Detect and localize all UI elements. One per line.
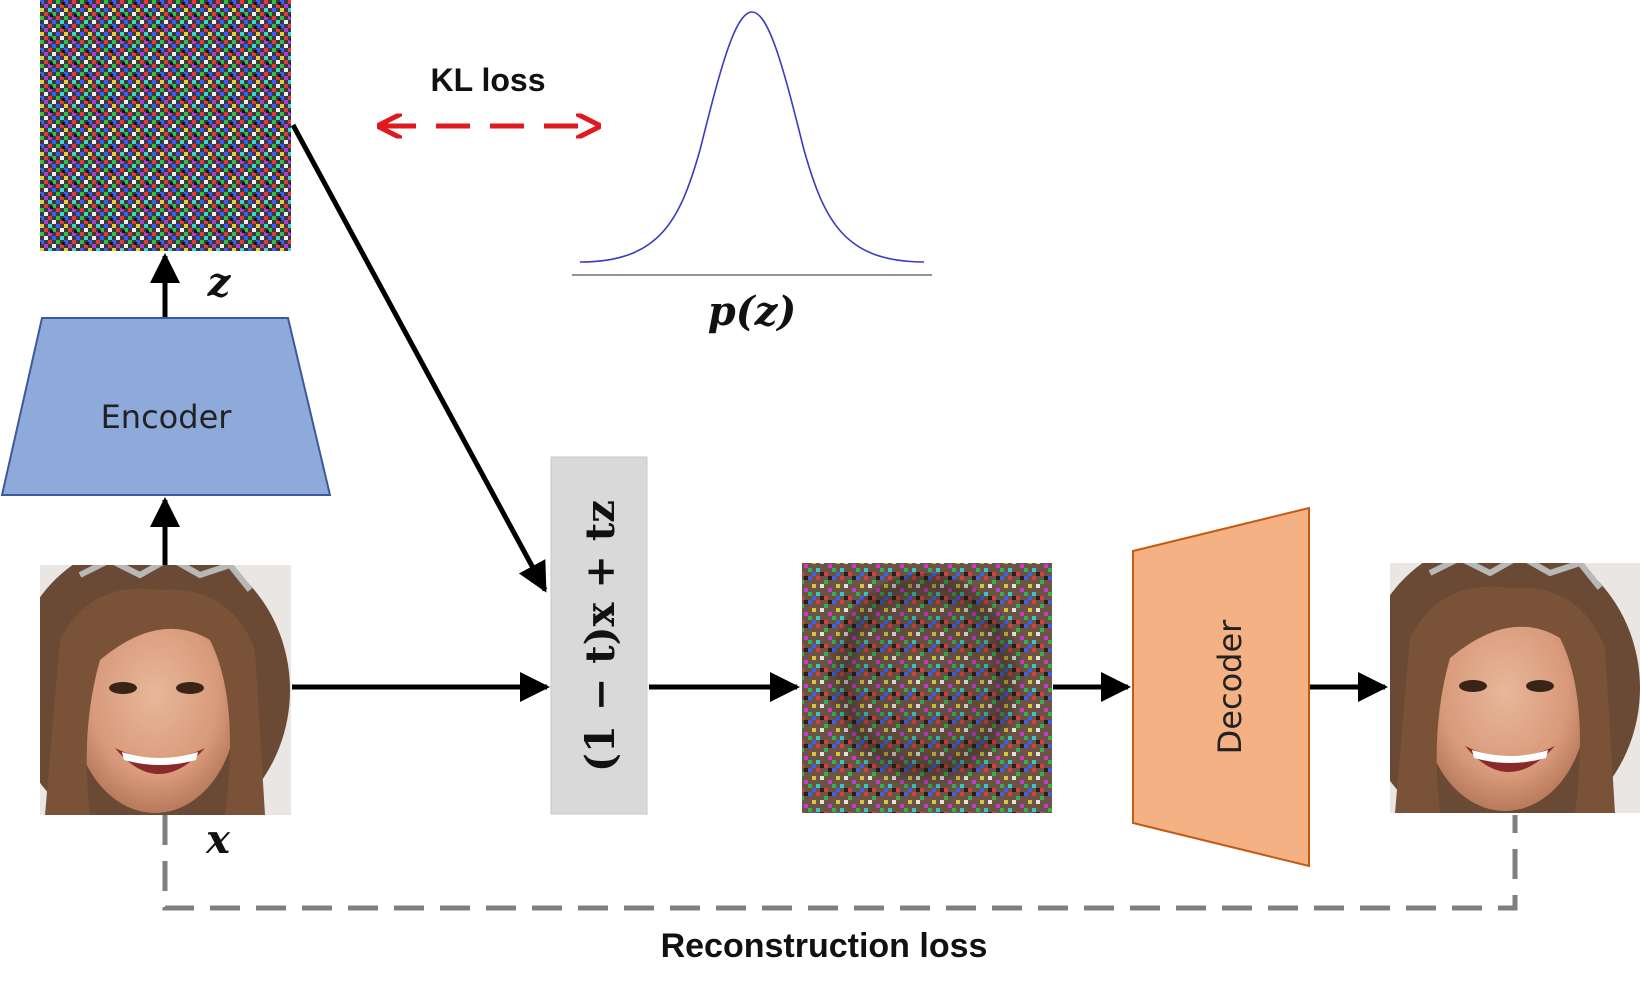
mix-block bbox=[550, 456, 648, 815]
reconstruction-loss-line bbox=[162, 815, 1518, 911]
kl-loss-label: KL loss bbox=[431, 62, 546, 98]
prior-label: p(z) bbox=[708, 288, 797, 335]
noisy-mix-image bbox=[802, 563, 1052, 813]
gaussian-curve bbox=[579, 11, 925, 263]
mix-formula: (1 − t)x + tz bbox=[577, 500, 624, 772]
encoder-block bbox=[0, 317, 332, 496]
reconstruction-loss-label: Reconstruction loss bbox=[661, 927, 988, 965]
latent-noise-image bbox=[40, 0, 291, 251]
decoder-block bbox=[1132, 506, 1310, 868]
decoder-label: Decoder bbox=[1211, 619, 1249, 755]
input-face-image bbox=[40, 565, 291, 815]
output-face-image bbox=[1390, 563, 1640, 813]
latent-label: z bbox=[207, 259, 232, 306]
encoder-label: Encoder bbox=[101, 398, 233, 436]
arrow-z-to-mix bbox=[290, 123, 548, 593]
gaussian-prior-plot bbox=[572, 11, 932, 276]
input-label: x bbox=[205, 816, 231, 863]
